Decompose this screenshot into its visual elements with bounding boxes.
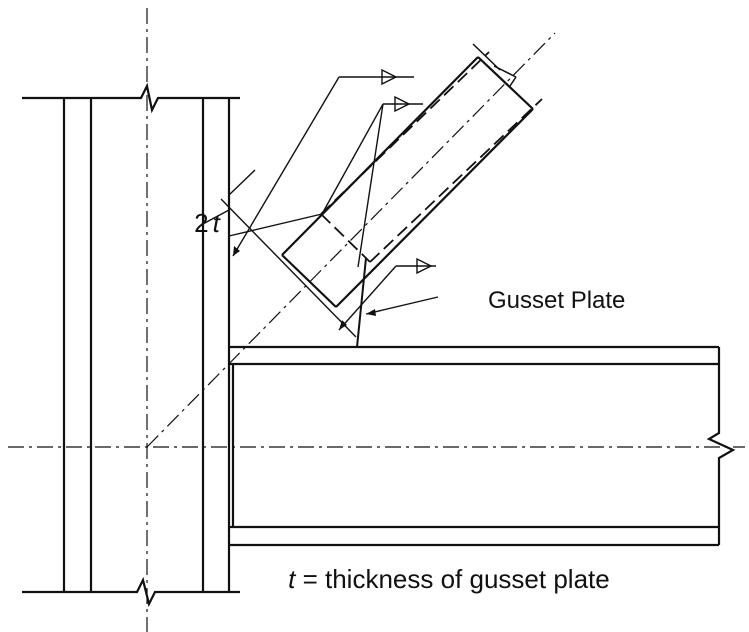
weld-arrowhead-1 [233, 246, 240, 256]
weld-callout-2-symbol [394, 95, 411, 113]
brace-slot-end [320, 213, 371, 263]
gusset-plate-callout [365, 296, 439, 315]
dimension-extension-diagonal [220, 198, 357, 338]
weld-callout-2-leader [321, 103, 423, 268]
gusset-plate-leader-arrowhead [366, 309, 376, 316]
brace-end-cut [281, 254, 337, 308]
weld-callout-1-symbol [381, 68, 398, 86]
brace-break-end [477, 56, 534, 110]
dimension-value: 2 [194, 208, 208, 238]
beam-right-break-line [706, 347, 736, 545]
legend-text: = thickness of gusset plate [295, 564, 609, 594]
brace-break-mark-3 [509, 76, 517, 87]
legend-note: t = thickness of gusset plate [252, 564, 631, 594]
dimension-variable: t [213, 208, 222, 238]
brace-break-mark-1 [472, 43, 501, 71]
brace-inner-edge-upper [320, 51, 490, 215]
weld-callouts [232, 68, 436, 331]
gusset-plate-label: Gusset Plate [488, 287, 625, 314]
dimension-extension-top [228, 169, 256, 196]
dimension-2t [200, 169, 357, 338]
weld-callout-3-leader [338, 265, 436, 331]
brace-break-mark-2 [493, 65, 517, 78]
gusset-plate-outline [228, 236, 367, 348]
dimension-leader [200, 209, 230, 226]
brace-inner-edge-lower [369, 98, 543, 263]
gusset-plate-leader [365, 296, 439, 315]
brace-break-marks [472, 43, 517, 87]
beam [229, 345, 736, 547]
brace-inner-wall-hidden [320, 51, 543, 263]
center-lines [8, 8, 745, 632]
column-top-break-line [22, 82, 240, 114]
column [22, 82, 240, 608]
dimension-line [228, 213, 323, 237]
brace-center-line [146, 32, 556, 448]
gusset-plate [228, 236, 367, 348]
column-bottom-break-line [22, 576, 240, 608]
weld-arrowhead-3 [339, 320, 347, 330]
legend-variable: t [288, 564, 297, 594]
weld-callout-3-symbol [416, 257, 433, 275]
weld-callout-1-leader [232, 76, 414, 257]
diagonal-brace [281, 56, 534, 308]
brace-outer-edge-lower [335, 108, 534, 308]
